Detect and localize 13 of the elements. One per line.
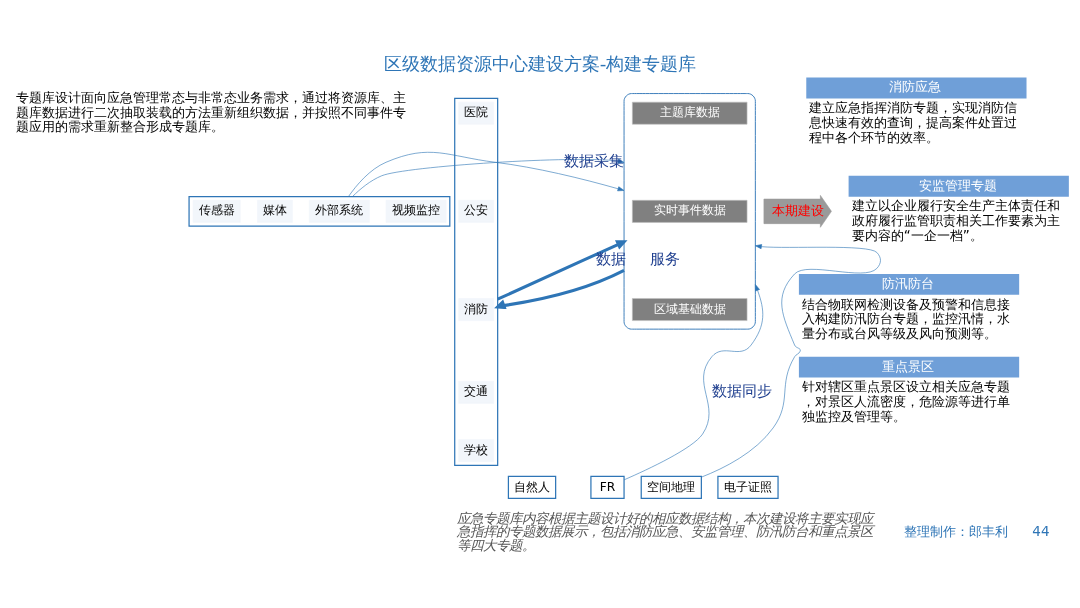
node-label: 结合物联网检测设备及预警和信息接入构建防汛防台专题，监控汛情，水量分布或台风等级及风向预测等。	[801, 295, 1010, 342]
label: 专题库设计面向应急管理常态与非常态业务需求，通过将资源库、主题库数据进行二次抽取装载的方法重新组织数据，并按照不同事件专题应用的需求重新整合形成专题库。	[16, 88, 407, 135]
edge-label: 数据同步	[711, 382, 772, 400]
label: 44	[1032, 523, 1050, 540]
label: 整理制作：郎丰利	[903, 523, 1008, 540]
edge-label: 数据采集	[563, 152, 624, 170]
node-label: 建立以企业履行安全生产主体责任和政府履行监管职责相关工作要素为主要内容的“一企一档”。	[851, 197, 1060, 243]
diagram-title: 区级数据资源中心建设方案-构建专题库	[383, 52, 697, 74]
edge-label: 数据	[595, 250, 626, 268]
caption: 应急专题库内容根据主题设计好的相应数据结构，本次建设将主要实现应急指挥的专题数据展示，包括消防应急、安监管理、防汛防台和重点景区等四大专题。	[457, 509, 874, 553]
edge-label: 服务	[650, 250, 681, 268]
node-label: 建立应急指挥消防专题，实现消防信息快速有效的查询，提高案件处置过程中各个环节的效率。	[809, 99, 1018, 145]
node-label: 针对辖区重点景区设立相关应急专题，对景区人流密度，危险源等进行单独监控及管理等。	[801, 378, 1010, 424]
